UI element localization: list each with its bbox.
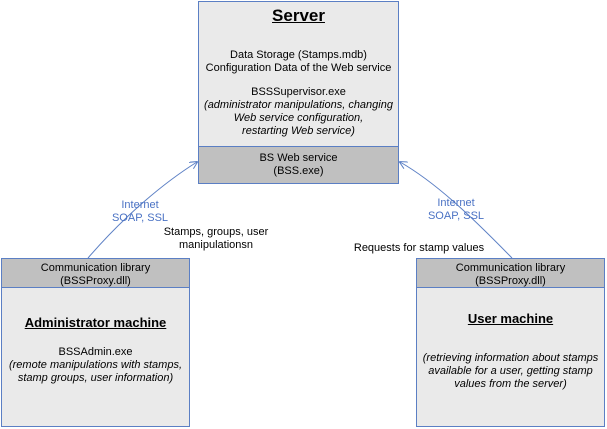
admin-lib-name: Communication library bbox=[40, 262, 151, 274]
right-connector-protocol-soap: SOAP, SSL bbox=[427, 210, 485, 222]
admin-desc-line1: (remote manipulations with stamps, bbox=[8, 359, 182, 371]
server-supervisor-exe: BSSSupervisor.exe bbox=[251, 86, 346, 98]
left-connector-label-line1: Stamps, groups, user bbox=[163, 226, 269, 238]
left-connector-protocol-soap: SOAP, SSL bbox=[111, 212, 169, 224]
user-to-server-connector bbox=[400, 162, 513, 259]
admin-comm-library: Communication library (BSSProxy.dll) bbox=[1, 258, 190, 288]
web-service-exe: (BSS.exe) bbox=[273, 165, 324, 177]
admin-lib-dll: (BSSProxy.dll) bbox=[60, 275, 131, 287]
web-service-box: BS Web service (BSS.exe) bbox=[198, 146, 399, 184]
web-service-name: BS Web service bbox=[259, 152, 338, 164]
server-storage-line: Data Storage (Stamps.mdb) bbox=[230, 49, 367, 61]
server-config-line: Configuration Data of the Web service bbox=[205, 62, 392, 74]
user-desc-line3: values from the server) bbox=[454, 378, 567, 390]
user-comm-library: Communication library (BSSProxy.dll) bbox=[416, 258, 605, 288]
server-title: Server bbox=[272, 6, 325, 25]
left-connector-label-line2: manipulationsn bbox=[179, 239, 253, 251]
user-lib-name: Communication library bbox=[455, 262, 566, 274]
user-machine-title: User machine bbox=[467, 311, 554, 326]
right-connector-label: Requests for stamp values bbox=[353, 242, 485, 254]
left-connector-protocol-internet: Internet bbox=[121, 199, 159, 211]
server-desc-line3: restarting Web service) bbox=[242, 125, 355, 137]
server-desc-line2: Web service configuration, bbox=[233, 112, 364, 124]
admin-desc-line2: stamp groups, user information) bbox=[17, 372, 174, 384]
user-desc-line2: available for a user, getting stamp bbox=[428, 365, 593, 377]
user-desc-line1: (retrieving information about stamps bbox=[422, 352, 599, 364]
right-connector-protocol-internet: Internet bbox=[437, 197, 475, 209]
user-lib-dll: (BSSProxy.dll) bbox=[475, 275, 546, 287]
server-desc-line1: (administrator manipulations, changing bbox=[204, 99, 393, 111]
admin-to-server-connector bbox=[87, 162, 197, 259]
admin-exe: BSSAdmin.exe bbox=[58, 346, 133, 358]
admin-machine-title: Administrator machine bbox=[24, 315, 167, 330]
